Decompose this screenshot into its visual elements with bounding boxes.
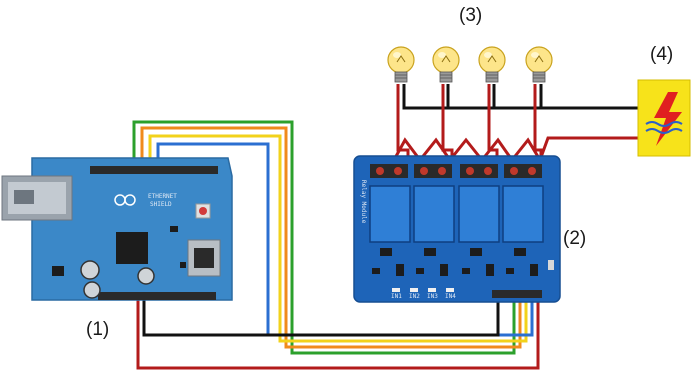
bulb-icon [387,46,415,83]
callout-relay-module: (2) [563,228,587,249]
callout-lamps: (3) [459,5,483,26]
wire-red [136,296,540,370]
capacitor-2 [83,281,101,299]
relay-module: Relay Module [353,155,561,303]
relay-module-title: Relay Module [360,180,367,224]
high-voltage-icon [645,92,683,146]
mains-black-wire [402,84,640,110]
mains-supply [637,79,691,157]
lamp-3 [478,46,506,83]
wire-orange [140,126,522,349]
bottom-header [98,292,216,300]
wire-green [132,120,516,355]
relay-channel-1: IN1 [391,293,402,300]
bulb-icon [478,46,506,83]
relay-channel-3: IN3 [427,293,438,300]
relay-channel-4: IN4 [445,293,456,300]
top-header [90,166,218,174]
relay-channel-2: IN2 [409,293,420,300]
relay-4 [502,185,544,243]
ethernet-chip [116,232,148,264]
bulb-icon [432,46,460,83]
relay-3 [458,185,500,243]
relay-2 [413,185,455,243]
capacitor-3 [137,267,155,285]
bulb-icon [525,46,553,83]
shield-label-2: SHIELD [150,201,172,208]
callout-mains: (4) [650,44,674,65]
arduino-ethernet-board: ETHERNET SHIELD [1,157,233,301]
shield-label-1: ETHERNET [148,193,177,200]
relay-1 [369,185,411,243]
lamp-1 [387,46,415,83]
wire-black [142,296,500,337]
lamp-4 [525,46,553,83]
callout-arduino: (1) [86,319,110,340]
sd-slot [187,239,221,277]
screw-terminals [370,164,542,178]
wire-blue [156,142,534,337]
signal-wires [132,120,540,370]
relay-input-header [492,290,542,298]
capacitor-1 [80,260,100,280]
lamp-2 [432,46,460,83]
